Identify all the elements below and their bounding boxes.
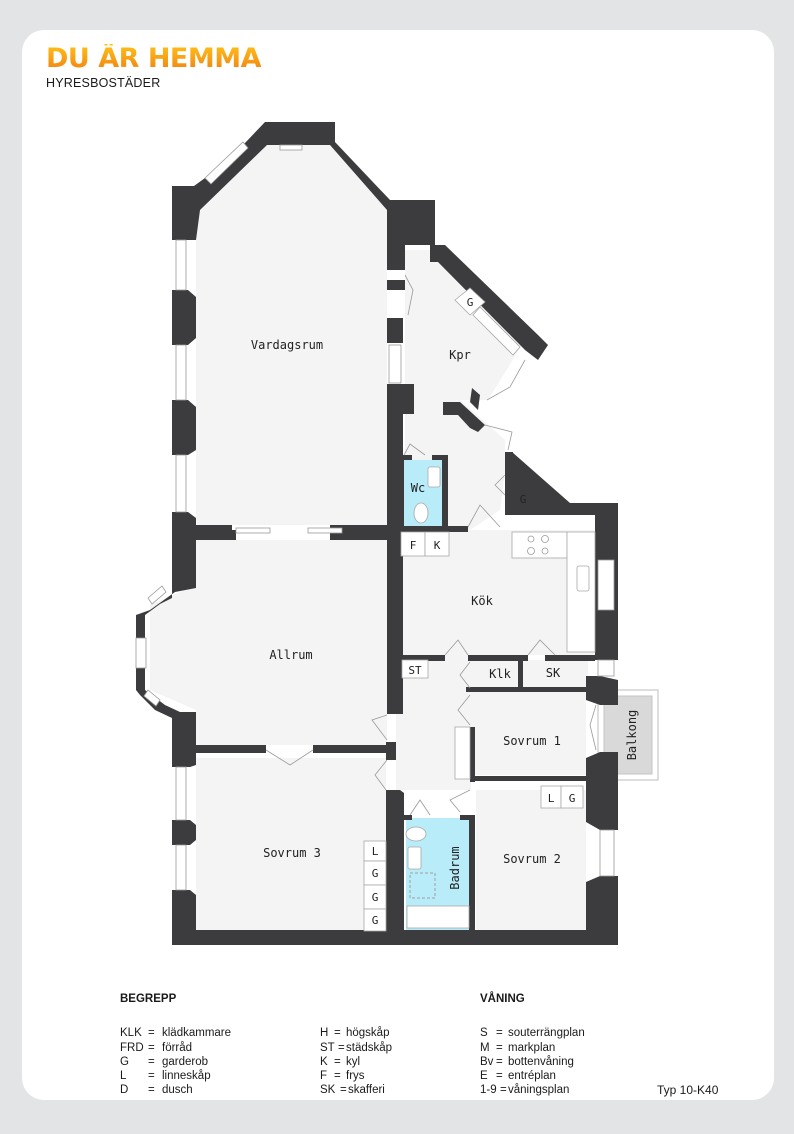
kitchen-sink bbox=[576, 565, 590, 592]
fixture-label-sov2-l: L bbox=[548, 792, 555, 805]
sov2-g-cabinet bbox=[560, 785, 584, 809]
fridge-cabinet bbox=[424, 531, 450, 557]
fixture-label-sov3-g1: G bbox=[372, 867, 379, 880]
wc-sink bbox=[427, 466, 441, 488]
legend-item: G=garderob bbox=[120, 1055, 209, 1068]
brand-logo: DU ÄR HEMMA HYRESBOSTÄDER bbox=[46, 43, 262, 91]
kpr-wardrobe bbox=[454, 287, 486, 316]
legend-item: H=högskåp bbox=[320, 1027, 390, 1040]
brand-title: DU ÄR HEMMA bbox=[46, 43, 262, 74]
room-label-klk: Klk bbox=[489, 667, 511, 681]
room-label-balkong: Balkong bbox=[625, 710, 639, 761]
brand-subtitle: HYRESBOSTÄDER bbox=[46, 76, 161, 90]
room-label-badrum: Badrum bbox=[448, 846, 462, 889]
legend-begrepp-col2: H=högskåp ST=städskåp K=kyl F=frys SK=sk… bbox=[320, 1026, 392, 1097]
fixture-label-sov3-l: L bbox=[372, 845, 379, 858]
legend-item: L=linneskåp bbox=[120, 1070, 211, 1083]
room-label-vardagsrum: Vardagsrum bbox=[251, 338, 323, 352]
room-label-sovrum3: Sovrum 3 bbox=[263, 846, 321, 860]
room-label-kpr: Kpr bbox=[449, 348, 471, 362]
hall-cabinet bbox=[454, 726, 471, 780]
room-label-wc: Wc bbox=[411, 481, 425, 495]
bath-sink bbox=[407, 846, 422, 870]
legend-begrepp-title: BEGREPP bbox=[120, 993, 177, 1005]
legend-vaning: VÅNING S=souterrängplan M=markplan Bv=bo… bbox=[480, 992, 585, 1098]
legend-item: 1-9=våningsplan bbox=[480, 1084, 570, 1097]
stove-burners bbox=[527, 535, 549, 555]
fixture-label-f: F bbox=[410, 539, 417, 552]
door-swings bbox=[265, 274, 597, 816]
bathtub bbox=[406, 905, 470, 929]
fixture-label-hall-g: G bbox=[520, 493, 527, 506]
shower-area bbox=[409, 872, 436, 899]
legend-item: Bv=bottenvåning bbox=[480, 1055, 574, 1068]
legend-item: F=frys bbox=[320, 1070, 365, 1083]
fixture-label-sov3-g3: G bbox=[372, 914, 379, 927]
cabinets bbox=[363, 287, 596, 932]
legend-item: E=entréplan bbox=[480, 1070, 556, 1083]
legend-vaning-title: VÅNING bbox=[480, 993, 525, 1005]
sink-counter bbox=[566, 531, 596, 653]
bath-toilet bbox=[405, 826, 427, 842]
legend-item: M=markplan bbox=[480, 1041, 556, 1054]
legend-item: ST=städskåp bbox=[320, 1041, 393, 1054]
st-cabinet bbox=[401, 659, 429, 679]
windows bbox=[135, 141, 615, 891]
legend-item: FRD=förråd bbox=[120, 1041, 193, 1054]
stove-counter bbox=[511, 531, 568, 559]
legend-item: SK=skafferi bbox=[320, 1084, 385, 1097]
legend-item: KLK=klädkammare bbox=[120, 1027, 232, 1040]
fixture-label-kpr-g: G bbox=[467, 296, 474, 309]
legend-begrepp: BEGREPP KLK=klädkammare FRD=förråd G=gar… bbox=[120, 992, 392, 1098]
fixture-label-k: K bbox=[434, 539, 441, 552]
room-label-sovrum1: Sovrum 1 bbox=[503, 734, 561, 748]
room-label-allrum: Allrum bbox=[269, 648, 312, 662]
type-code: Typ 10-K40 bbox=[657, 1083, 719, 1097]
legend-item: K=kyl bbox=[320, 1055, 361, 1068]
fixture-label-sov3-g2: G bbox=[372, 891, 379, 904]
room-label-sk: SK bbox=[546, 666, 561, 680]
legend-item: S=souterrängplan bbox=[480, 1027, 585, 1040]
room-label-sovrum2: Sovrum 2 bbox=[503, 852, 561, 866]
room-label-st: ST bbox=[408, 664, 422, 677]
legend-item: D=dusch bbox=[120, 1084, 193, 1097]
legend-begrepp-col1: KLK=klädkammare FRD=förråd G=garderob L=… bbox=[120, 1026, 320, 1097]
fixture-label-sov2-g: G bbox=[569, 792, 576, 805]
room-label-kok: Kök bbox=[471, 594, 493, 608]
wc-toilet bbox=[413, 502, 429, 524]
